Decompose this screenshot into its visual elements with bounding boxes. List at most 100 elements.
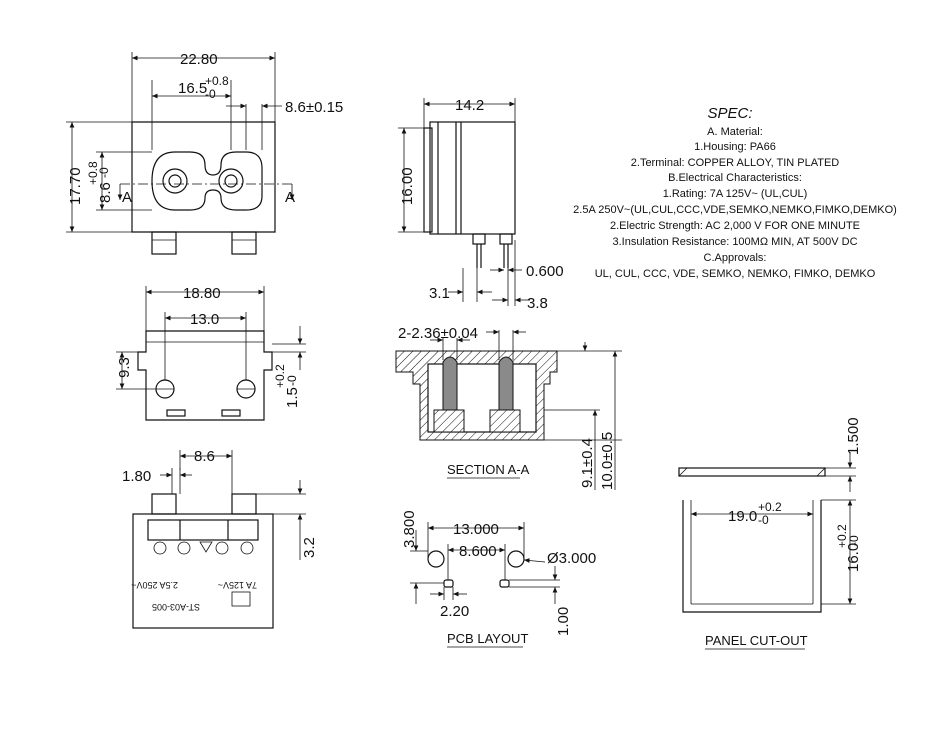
rear-height-label: 3.2 [301,537,318,558]
rear-top-recess [147,519,259,541]
spec-block: SPEC: A. Material: 1.Housing: PA66 2.Ter… [573,105,897,280]
spec-line-3: 2.Terminal: COPPER ALLOY, TIN PLATED [631,157,840,169]
rear-rating-2: 2.5A 250V~ [131,580,178,590]
spec-line-5: 1.Rating: 7A 125V~ (UL,CUL) [663,188,808,200]
front-inner-tol-minus: -0 [97,167,111,178]
bottom-view: 18.80 13.0 9.3 1.5 +0.2 -0 [116,285,306,421]
section-pin-left [442,356,458,411]
front-height-label: 17.70 [67,167,84,205]
spec-line-2: 1.Housing: PA66 [694,141,776,153]
bottom-pitch-label: 13.0 [190,311,219,328]
front-view: A A 22.80 16.5 +0.8 -0 8.6±0.15 17.70 8.… [66,51,343,255]
front-width-label: 22.80 [180,51,218,68]
front-pin-left-inner [168,174,182,188]
pcb-slot-h-label: 1.00 [555,607,572,636]
panel-thick-label: 1.500 [845,417,862,455]
front-pitch-label: 16.5 [178,80,207,97]
front-pin-left-outer [162,168,188,194]
spec-line-10: UL, CUL, CCC, VDE, SEMKO, NEMKO, FIMKO, … [595,268,876,280]
front-pin-right-outer [218,168,244,194]
section-marker-right: A [285,189,295,206]
bottom-slot-left [166,409,186,417]
section-view: 2-2.36±0.04 9.1±0.4 10.0±0.5 SECTION A-A [395,325,622,490]
bottom-left-label: 9.3 [116,357,133,378]
panel-height-tol-plus: +0.2 [835,524,849,548]
front-pin-right-terminal [231,231,257,255]
front-inner-tol-plus: +0.8 [86,161,100,185]
front-right-label: 8.6±0.15 [285,99,343,116]
rear-pitch-label: 8.6 [194,448,215,465]
pcb-layout: 3.800 13.000 8.600 Ø3.000 2.20 1.00 PCB … [401,510,596,648]
section-clip-right [489,409,521,433]
front-pin-left-terminal [151,231,177,255]
side-view: 14.2 16.00 0.600 3.1 3.8 [398,97,564,312]
pcb-slot-left [443,579,454,588]
front-view-body [131,121,276,233]
front-inner-height-label: 8.6 [97,182,114,203]
pcb-slot-right [499,579,510,588]
bottom-right-tol-plus: +0.2 [273,364,287,388]
bottom-view-body [137,330,273,421]
side-pin-thickness-label: 0.600 [526,263,564,280]
panel-title: PANEL CUT-OUT [705,633,808,648]
side-height-label: 16.00 [399,167,416,205]
bottom-right-tol-minus: -0 [285,375,299,386]
panel-cutout-outline [682,500,822,613]
pcb-slot-w-label: 2.20 [440,603,469,620]
pcb-hole-label: Ø3.000 [547,550,596,567]
panel-plate [678,467,826,477]
pcb-pitch-label: 8.600 [459,543,497,560]
rear-view: 2.5A 250V~ 7A 125V~ ST-A03-005 1.80 8.6 … [122,448,318,629]
side-left-offset-label: 3.1 [429,285,450,302]
section-h2-label: 10.0±0.5 [599,432,616,490]
approval-mark-icon [215,541,229,555]
bottom-slot-right [221,409,241,417]
panel-width-label: 19.0 [728,508,757,525]
rear-rating-1: 7A 125V~ [218,580,257,590]
section-clip-left [433,409,465,433]
section-title: SECTION A-A [447,462,530,477]
panel-height-tol-minus: -0 [847,535,861,546]
rear-view-body [132,513,274,629]
pcb-width-label: 13.000 [453,521,499,538]
spec-line-8: 3.Insulation Resistance: 100MΩ MIN, AT 5… [612,236,857,248]
side-view-body [429,121,516,235]
rear-tab-width-label: 1.80 [122,468,151,485]
panel-width-tol-plus: +0.2 [758,500,782,514]
spec-line-6: 2.5A 250V~(UL,CUL,CCC,VDE,SEMKO,NEMKO,FI… [573,204,897,216]
pcb-hole-left [427,550,445,568]
bottom-width-label: 18.80 [183,285,221,302]
side-width-label: 14.2 [455,97,484,114]
brand-logo-icon [231,591,251,607]
section-h1-label: 9.1±0.4 [579,438,596,488]
section-width-label: 2-2.36±0.04 [398,325,478,342]
live-symbol-icon [177,541,191,555]
spec-line-9: C.Approvals: [704,252,767,264]
neutral-symbol-icon [153,541,167,555]
bottom-right-label: 1.5 [284,387,301,408]
panel-plate-hatch [678,467,688,477]
panel-cutout: 1.500 19.0 +0.2 -0 16.0 +0.2 -0 PANEL CU… [678,417,862,650]
rear-tab-right [231,493,257,515]
side-pin-base [472,233,486,245]
spec-line-1: A. Material: [707,126,763,138]
front-pitch-tol-plus: +0.8 [205,74,229,88]
front-pin-right-inner [224,174,238,188]
side-view-flange [423,127,433,233]
side-pin-base [499,233,513,245]
section-marker-left: A [122,189,132,206]
front-view-socket [151,151,263,211]
spec-line-7: 2.Electric Strength: AC 2,000 V FOR ONE … [610,220,860,232]
approval-mark-icon [240,541,254,555]
approval-mark-icon [199,541,213,553]
panel-plate-hatch [816,467,826,477]
rear-model: ST-A03-005 [152,602,200,612]
front-pitch-tol-minus: -0 [205,87,216,101]
rear-tab-left [151,493,177,515]
spec-title: SPEC: [707,105,752,122]
panel-height-label: 16.0 [845,543,862,572]
leader-line [523,558,546,563]
pcb-hole-right [507,550,525,568]
side-pin-offset-label: 3.8 [527,295,548,312]
